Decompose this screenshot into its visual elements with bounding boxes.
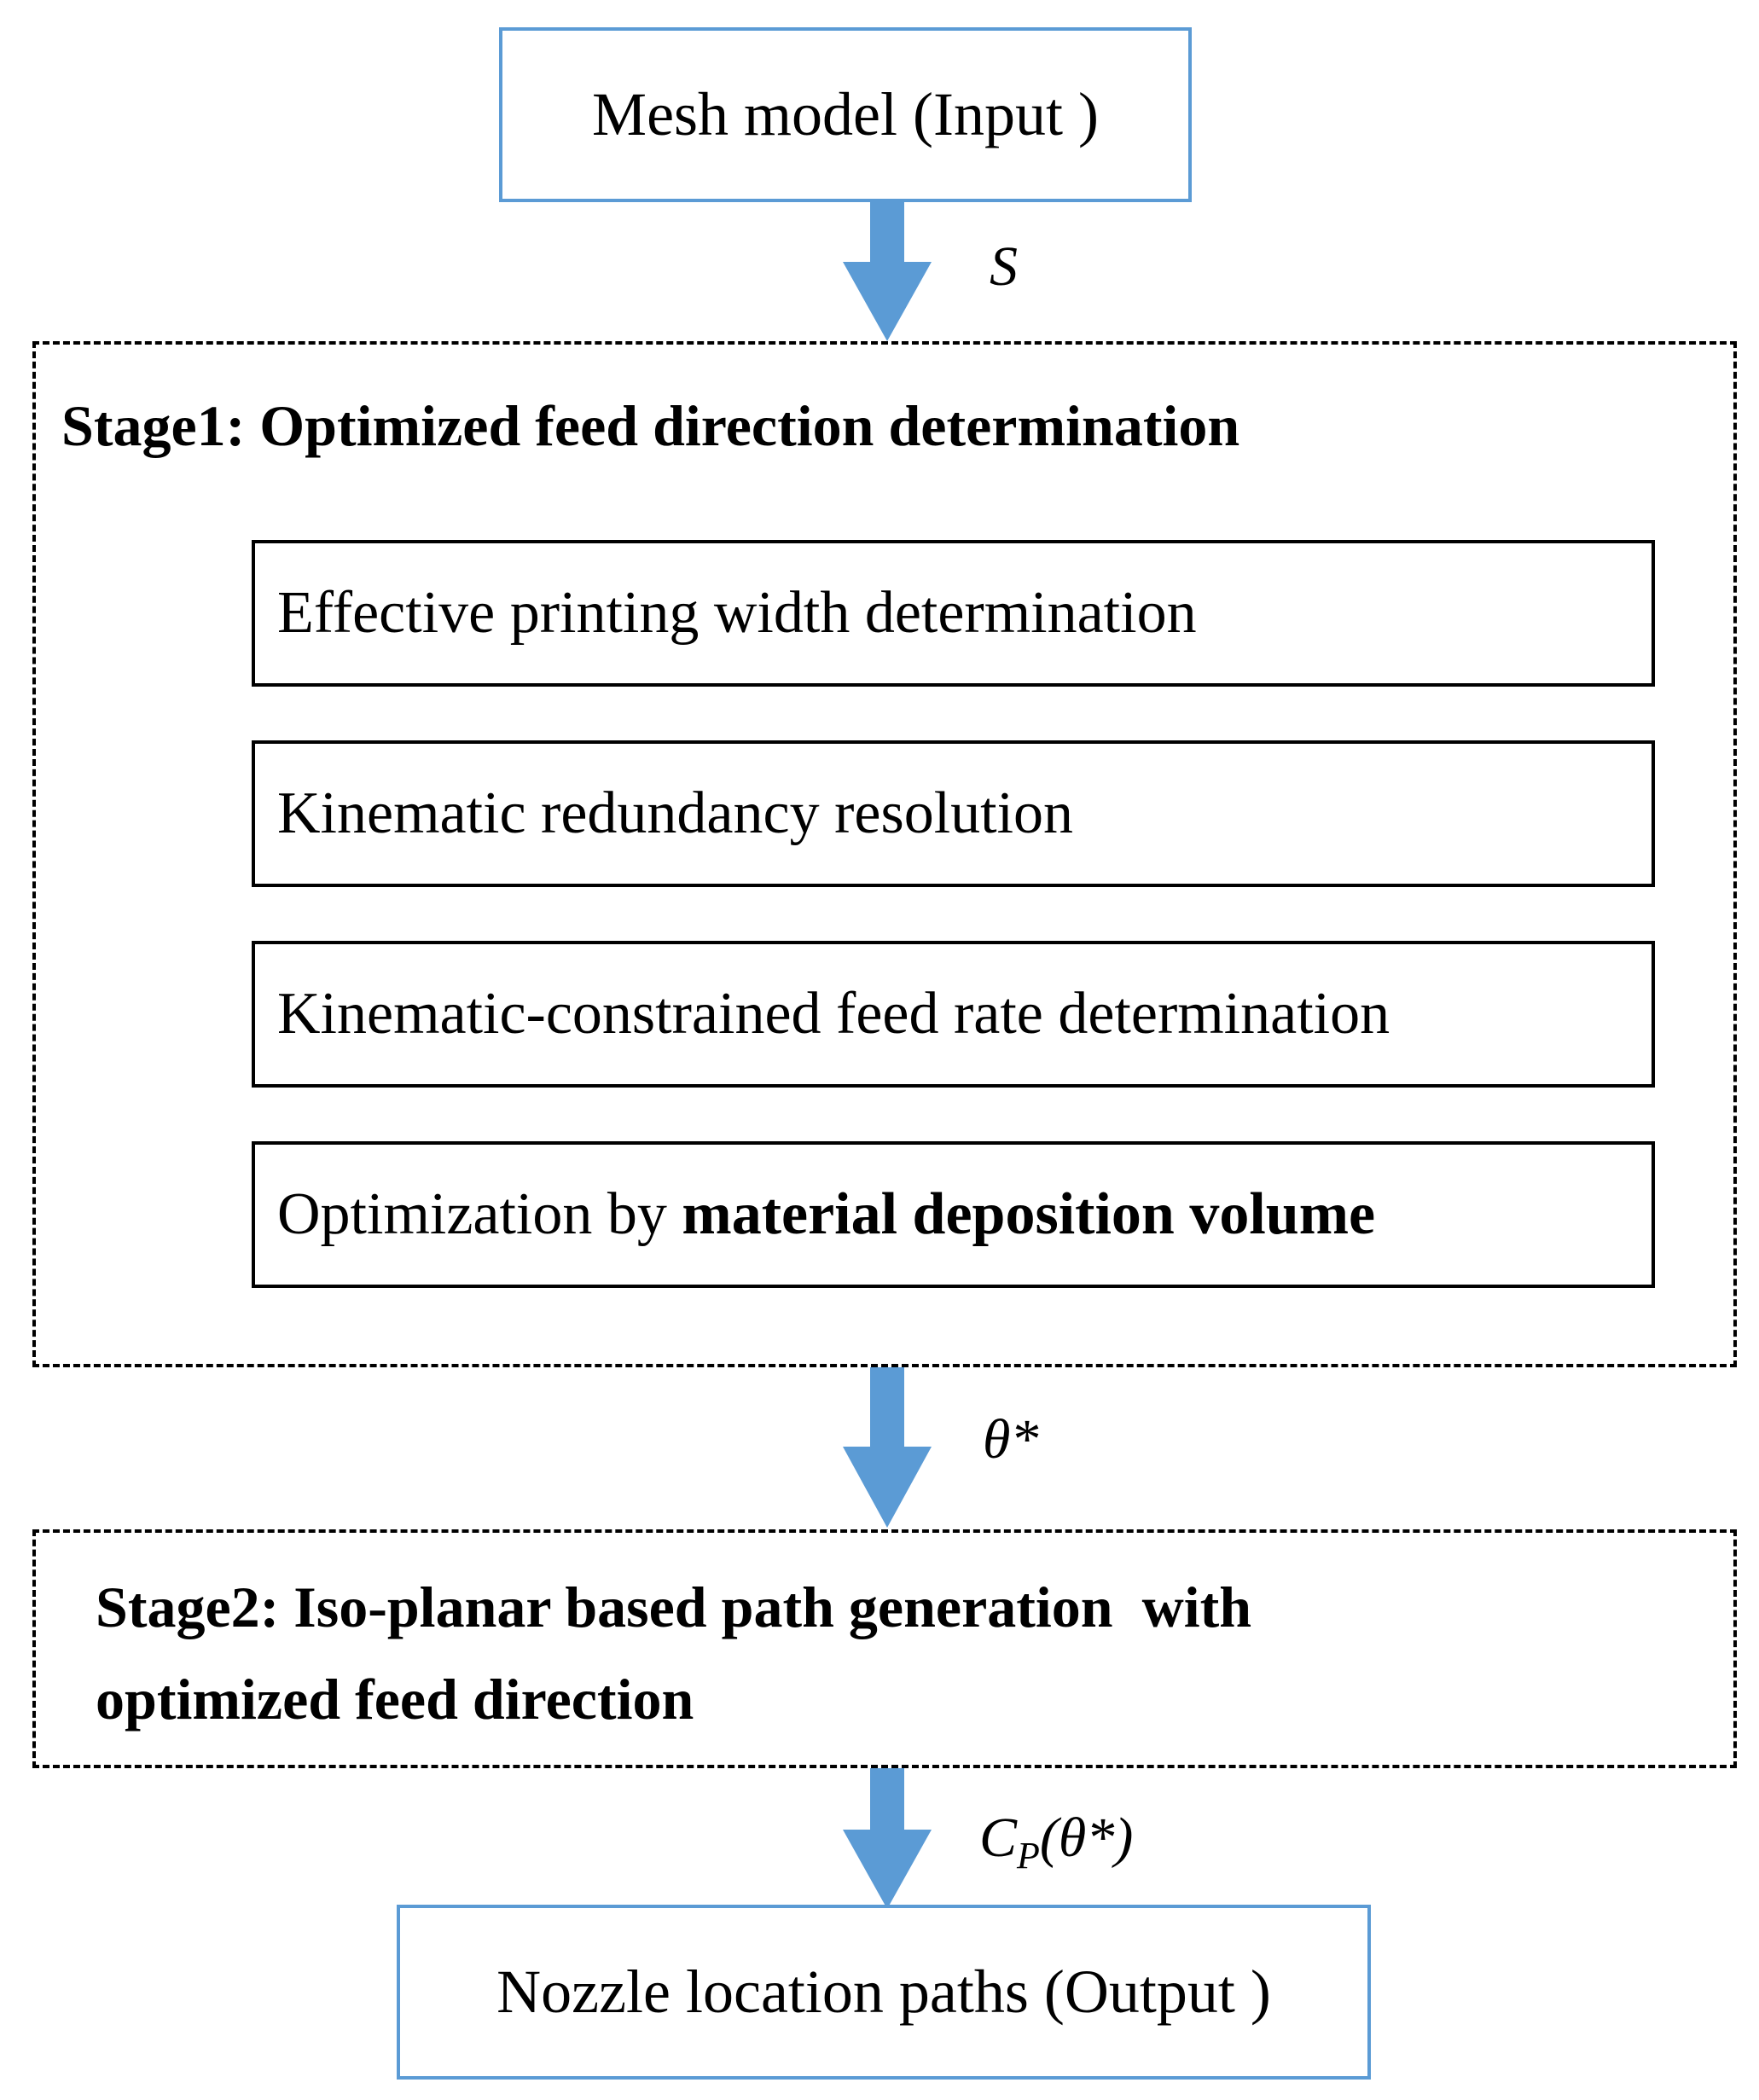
input-box-label: Mesh model (Input ) [592, 80, 1099, 148]
arrow3-label-rest: (θ*) [1039, 1807, 1134, 1869]
stage1-container [32, 341, 1737, 1367]
arrow1-label: S [990, 235, 1018, 298]
step-label-prefix: Optimization by [277, 1181, 682, 1247]
input-box: Mesh model (Input ) [499, 27, 1192, 202]
stage2-container [32, 1529, 1737, 1768]
arrow2-label: θ* [983, 1408, 1039, 1471]
step-label: Effective printing width determination [277, 580, 1197, 646]
step-optimization: Optimization by material deposition volu… [252, 1141, 1655, 1288]
step-label: Kinematic redundancy resolution [277, 780, 1074, 846]
stage2-title-line1: Stage2: Iso-planar based path generation… [96, 1575, 1252, 1639]
stage2-title-line2: optimized feed direction [96, 1667, 694, 1732]
step-feed-rate: Kinematic-constrained feed rate determin… [252, 941, 1655, 1088]
arrow-down-icon [840, 1768, 934, 1911]
step-label: Kinematic-constrained feed rate determin… [277, 981, 1390, 1047]
step-redundancy-resolution: Kinematic redundancy resolution [252, 740, 1655, 887]
output-box-label: Nozzle location paths (Output ) [496, 1958, 1271, 2026]
output-box: Nozzle location paths (Output ) [397, 1905, 1371, 2080]
arrow-down-icon [840, 202, 934, 343]
arrow3-label-main: C [979, 1807, 1018, 1869]
arrow3-label-sub: P [1017, 1835, 1040, 1877]
stage1-title: Stage1: Optimized feed direction determi… [61, 393, 1240, 458]
step-effective-width: Effective printing width determination [252, 540, 1655, 687]
arrow-down-icon [840, 1367, 934, 1529]
step-label-bold: material deposition volume [682, 1181, 1376, 1247]
arrow3-label: CP(θ*) [979, 1806, 1133, 1877]
